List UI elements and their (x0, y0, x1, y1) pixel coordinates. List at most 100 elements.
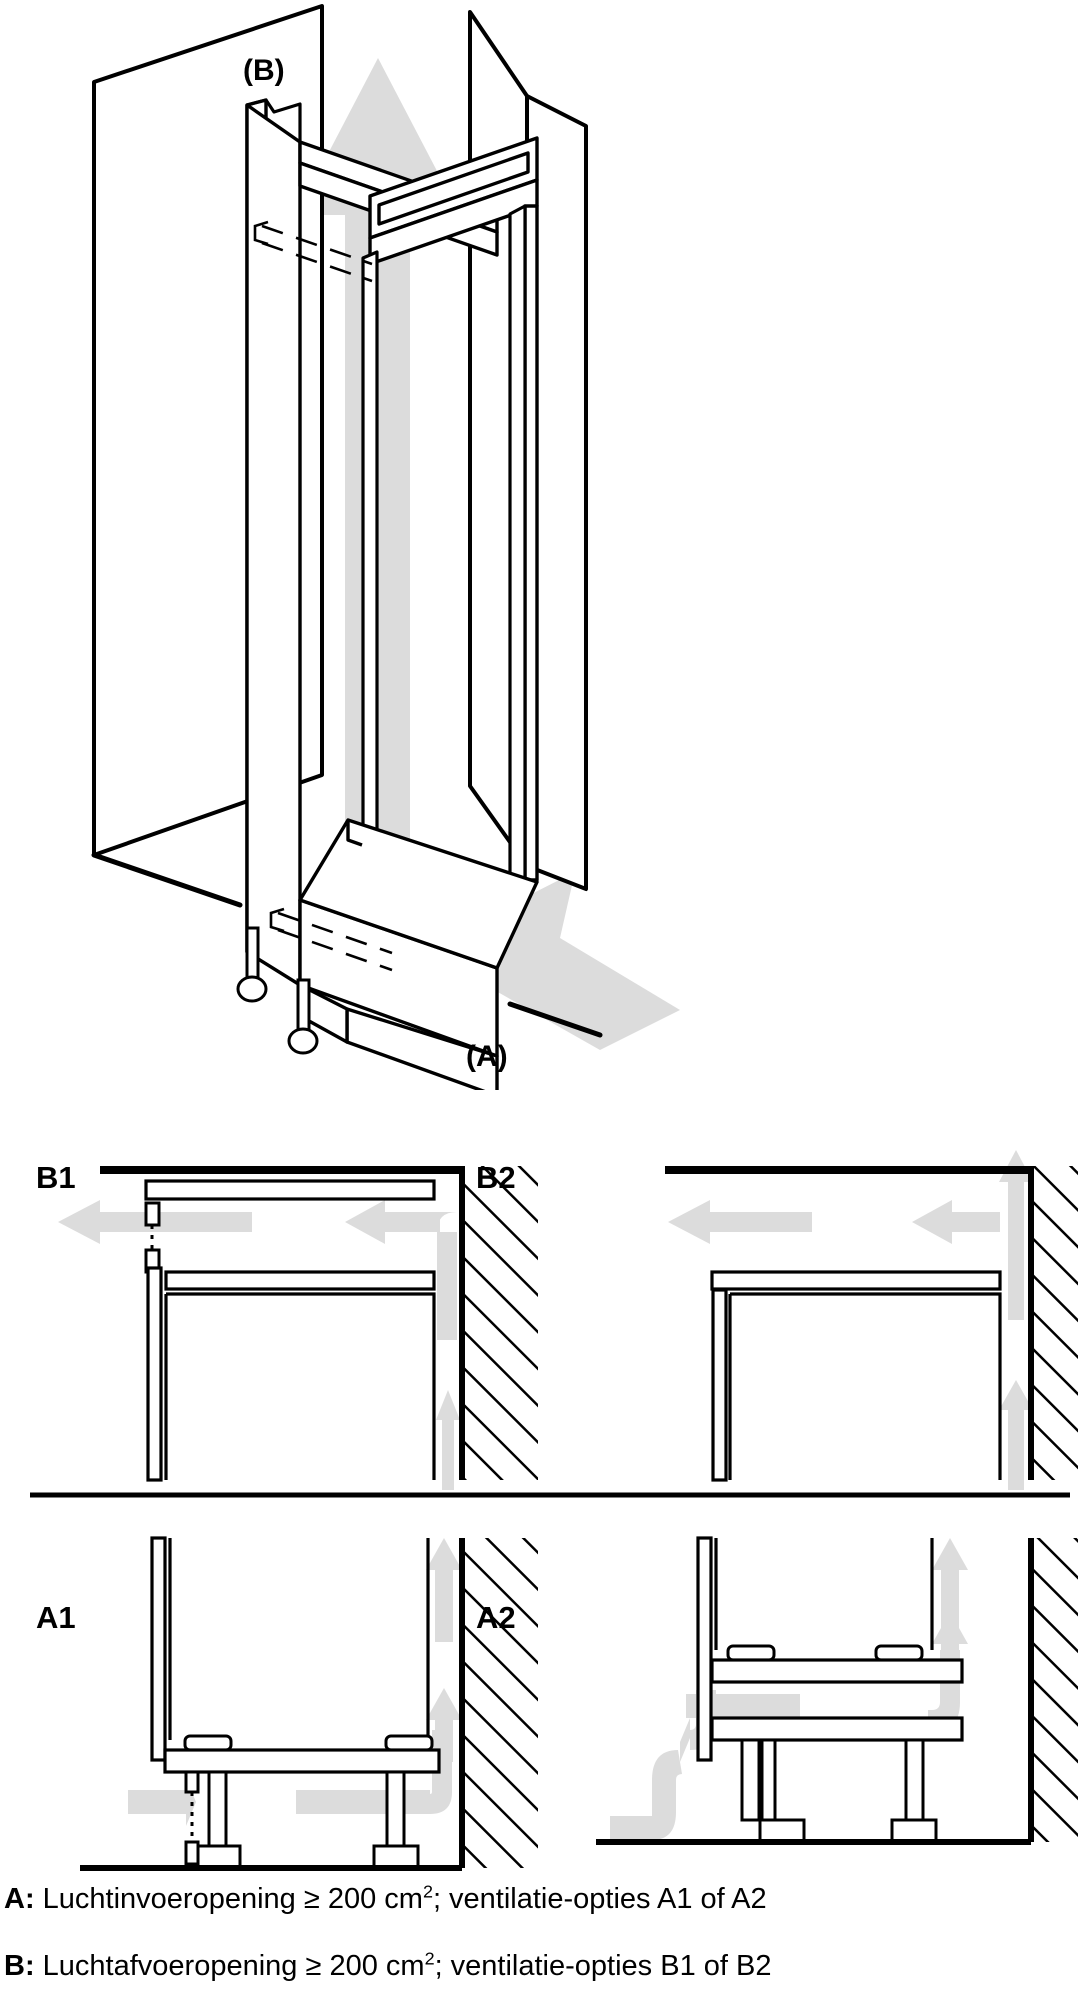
pad-left-a2 (726, 1644, 776, 1662)
niche-right-upright (523, 204, 539, 882)
caption-line-b: B: Luchtafvoeropening ≥ 200 cm2; ventila… (0, 1949, 1078, 1982)
detail-panel-b1: B1 (36, 1160, 538, 1490)
caption-key-a: A: (4, 1883, 35, 1915)
cabinet-body-a1 (168, 1538, 430, 1740)
cabinet-left-upright-a1 (150, 1536, 167, 1762)
foot-pad-mid (287, 1027, 319, 1055)
cabinet-top-panel-b1 (164, 1270, 436, 1291)
detail-sections-svg: B1 (30, 1150, 1078, 1871)
pad-right-a1 (384, 1734, 434, 1752)
arrow-floor-right-a1 (296, 1790, 430, 1814)
floor-line-left (91, 852, 243, 908)
pad-right-a2 (874, 1644, 924, 1662)
leg-foot-right-a1 (372, 1844, 420, 1870)
hidden-edge-corner-top (253, 220, 269, 246)
niche-top-rail (368, 136, 539, 266)
leg-post-left-a1 (207, 1770, 228, 1854)
gap-marker-upper-a1 (184, 1770, 200, 1794)
leg-foot-left-a1 (194, 1844, 242, 1870)
arrow-s-tail-a2 (610, 1750, 682, 1840)
foot-post-left (245, 926, 260, 980)
wall-b2 (1028, 1166, 1078, 1480)
leg-post-right-a1 (385, 1770, 406, 1854)
appliance-bottom-a2 (726, 1644, 924, 1662)
detail-label-a1: A1 (36, 1600, 76, 1635)
caption-block: A: Luchtinvoeropening ≥ 200 cm2; ventila… (0, 1882, 1078, 1982)
detail-sections-figure: B1 (0, 1090, 1078, 1880)
ceiling-bar-b2 (665, 1166, 1031, 1174)
iso-label-inlet: (A) (466, 1040, 508, 1073)
foot-post-mid (296, 978, 311, 1034)
caption-text-b-after: ; ventilatie-opties B1 of B2 (434, 1950, 772, 1982)
gap-marker-upper-b1 (144, 1201, 161, 1227)
appliance-bottom-a1 (183, 1734, 434, 1752)
upper-shelf-b1 (144, 1179, 436, 1201)
leg-post-left-a2 (740, 1738, 761, 1822)
arrow-up-lower-b2 (999, 1380, 1033, 1490)
wall-a2 (1028, 1538, 1078, 1842)
arrow-entry-right-a1 (128, 1778, 196, 1826)
base-shelf-upper-a2 (710, 1658, 964, 1684)
caption-superscript-b: 2 (424, 1948, 435, 1969)
cabinet-left-upright-b1 (146, 1266, 163, 1482)
arrow-left-short-b2 (912, 1200, 1000, 1244)
foot-pad-left (236, 975, 268, 1003)
cabinet-body-a2 (714, 1538, 934, 1650)
iso-label-outlet: (B) (243, 54, 285, 87)
arrow-up-lower-b1 (436, 1390, 460, 1490)
pad-left-a1 (183, 1734, 233, 1752)
cabinet-top-panel-b2 (710, 1270, 1002, 1291)
arrow-up-tall-a1 (426, 1538, 462, 1642)
wall-hatch-b1 (462, 1166, 538, 1480)
hidden-edge-lines-bottom (277, 911, 393, 972)
isometric-niche-svg: (B) (A) (91, 4, 680, 1090)
caption-line-a: A: Luchtinvoeropening ≥ 200 cm2; ventila… (0, 1882, 1078, 1915)
detail-panel-a2: A2 (476, 1536, 1078, 1845)
niche-left-top-notch (246, 98, 302, 142)
arrow-left-long-b2 (668, 1200, 812, 1244)
detail-panel-a1: A1 (36, 1536, 538, 1871)
cabinet-body-b2 (728, 1292, 1002, 1480)
detail-label-b2: B2 (476, 1160, 516, 1195)
legs-a2 (740, 1738, 938, 1844)
airflow-arrows-b2 (668, 1150, 1033, 1490)
detail-label-b1: B1 (36, 1160, 76, 1195)
caption-key-b: B: (4, 1950, 35, 1982)
airflow-arrows-a1 (128, 1538, 462, 1826)
hidden-edge-corner-bottom (269, 907, 285, 933)
cabinet-left-upright-b2 (711, 1288, 728, 1482)
isometric-niche-figure: (B) (A) (91, 4, 680, 1090)
arrow-left-short-b1 (345, 1200, 440, 1244)
detail-panel-b2: B2 (476, 1150, 1078, 1490)
wall-hatch-a2 (1031, 1538, 1078, 1842)
legs-a1 (194, 1770, 420, 1870)
cabinet-left-upright-a2 (696, 1536, 713, 1762)
floor-lines-iso (91, 852, 603, 1038)
caption-text-b-before: Luchtafvoeropening ≥ 200 cm (34, 1950, 425, 1982)
wall-hatch-b2 (1031, 1166, 1078, 1480)
leg-post-left2-a2 (760, 1738, 777, 1822)
wall-b1 (459, 1166, 538, 1480)
arrow-up-tall-b2 (999, 1150, 1033, 1320)
cabinet-body-b1 (164, 1292, 436, 1480)
caption-text-a-before: Luchtinvoeropening ≥ 200 cm (34, 1883, 423, 1915)
niche-right-upright-inner (508, 204, 527, 886)
arrow-right-upper-a2 (686, 1694, 800, 1718)
caption-text-a-after: ; ventilatie-opties A1 of A2 (432, 1883, 767, 1915)
airflow-arrows-b1 (58, 1200, 460, 1490)
arrow-elbow-b1 (437, 1212, 457, 1340)
base-shelf-a1 (163, 1748, 441, 1774)
ceiling-bar-b1 (100, 1166, 462, 1174)
arrow-up-mid-a1 (426, 1688, 462, 1762)
leg-foot-right-a2 (890, 1818, 938, 1844)
wall-hatch-a1 (462, 1538, 538, 1868)
base-shelf-lower-a2 (710, 1716, 964, 1742)
leg-foot-left-a2 (758, 1818, 806, 1844)
adjustable-feet (236, 926, 319, 1055)
caption-superscript-a: 2 (422, 1881, 433, 1902)
detail-label-a2: A2 (476, 1600, 516, 1635)
gap-marker-lower-a1 (184, 1840, 200, 1866)
hidden-edge-lines-top (261, 224, 373, 283)
arrow-up-tall-a2 (932, 1538, 968, 1642)
